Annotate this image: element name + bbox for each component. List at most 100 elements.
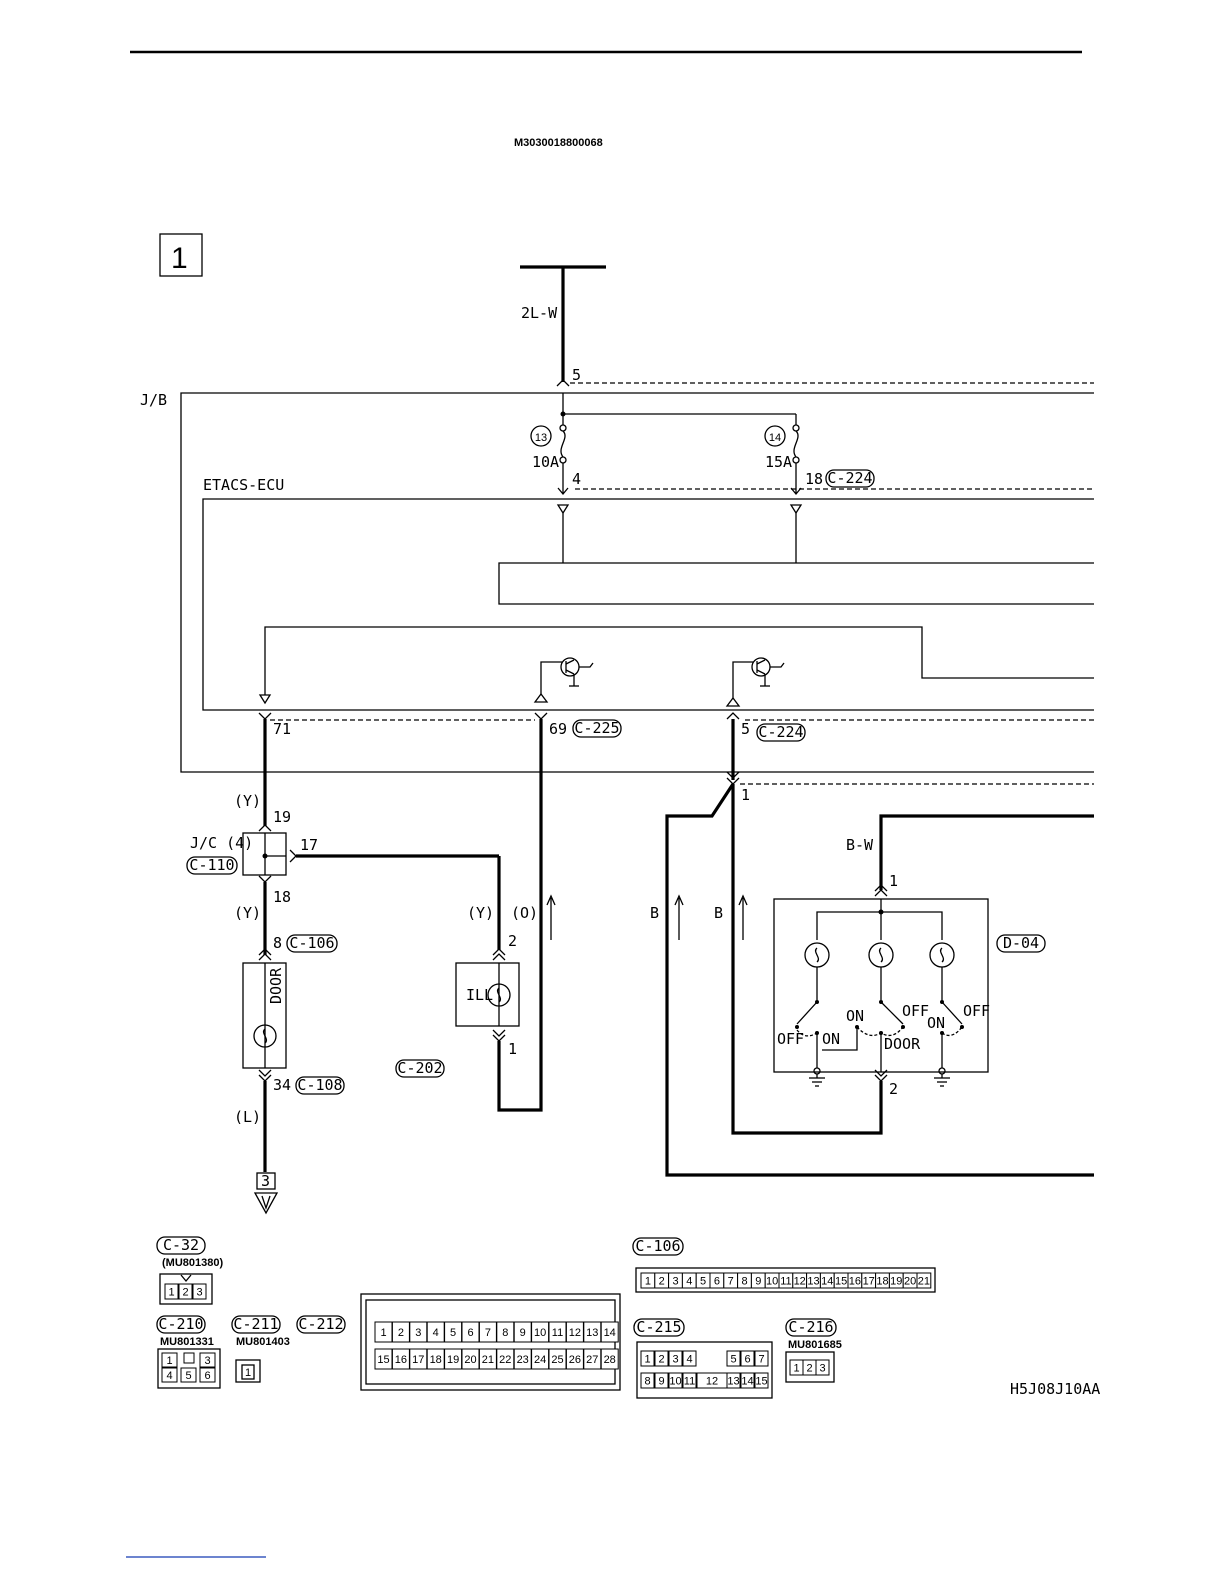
pin-door-8: 8 [273, 934, 282, 952]
pin-fuse13-out: 4 [572, 470, 581, 488]
svg-text:C-210: C-210 [158, 1315, 203, 1333]
connector-pin-label: 1 [793, 1363, 799, 1375]
connector-c202 [395, 1059, 445, 1078]
svg-text:C-110: C-110 [189, 856, 234, 874]
legend-c212-tag [296, 1315, 346, 1334]
connector-pin-label: 16 [395, 1354, 407, 1366]
connector-pin-cell [199, 1352, 216, 1368]
fuse-13-badge [530, 425, 552, 447]
connector-pin-label: 12 [706, 1376, 718, 1388]
connector-pin-label: 17 [412, 1354, 424, 1366]
pin-door-34: 34 [273, 1076, 291, 1094]
connector-c224-a [825, 469, 875, 488]
connector-pin-cell [668, 1350, 683, 1367]
connector-pin-cell [740, 1350, 755, 1367]
connector-pin-label: 8 [741, 1276, 747, 1288]
wire-bw-label: B-W [846, 836, 874, 854]
connector-pin-label: 9 [520, 1327, 526, 1339]
connector-pin-label: 13 [586, 1327, 598, 1339]
pin-fuse14-out: 18 [805, 470, 823, 488]
svg-text:C-215: C-215 [636, 1318, 681, 1336]
connector-pin-label: 27 [586, 1354, 598, 1366]
transistor-1 [533, 657, 594, 703]
wire-o-ill: (O) [511, 904, 538, 922]
connector-pin-label: 8 [502, 1327, 508, 1339]
connector-pin-label: 1 [645, 1276, 651, 1288]
pin-jc-18: 18 [273, 888, 291, 906]
connector-pin-label: 6 [467, 1327, 473, 1339]
connector-pin-label: 13 [727, 1376, 739, 1388]
fuse-13-terminal-top [559, 424, 567, 432]
connector-c106 [286, 934, 338, 953]
connector-pin-cell [654, 1350, 669, 1367]
svg-text:C-216: C-216 [788, 1318, 833, 1336]
connector-pin-label: 20 [464, 1354, 476, 1366]
page-marker-box [159, 233, 203, 277]
offpage-num: 3 [261, 1172, 270, 1190]
connector-pin-label: 11 [684, 1376, 695, 1388]
connector-pin-label: 2 [659, 1276, 665, 1288]
connector-pin-label: 24 [534, 1354, 546, 1366]
connector-pin-cell [600, 1321, 619, 1343]
connector-pin-label: 1 [644, 1354, 650, 1366]
sw-on-2: ON [846, 1007, 864, 1025]
svg-text:C-202: C-202 [397, 1059, 442, 1077]
connector-pin-label: 21 [918, 1276, 930, 1288]
jb-box [180, 392, 1094, 773]
etacs-internal-module [498, 562, 1094, 605]
ill-lamp-label: ILL [466, 986, 493, 1004]
pin-jb-1: 1 [741, 786, 750, 804]
connector-pin-label: 23 [517, 1354, 529, 1366]
doc-code: M3030018800068 [514, 137, 603, 149]
pin-sw-2: 2 [889, 1080, 898, 1098]
connector-pin-label: 15 [377, 1354, 389, 1366]
connector-pin-label: 5 [185, 1370, 191, 1382]
connector-pin-label: 9 [755, 1276, 761, 1288]
connector-pin-cell [654, 1372, 669, 1389]
pin-etacs-71: 71 [273, 720, 291, 738]
connector-pin-label: 8 [644, 1376, 650, 1388]
switch-contacts [795, 1000, 964, 1072]
connector-pin-cell [640, 1372, 655, 1389]
connector-pin-label: 16 [849, 1276, 861, 1288]
door-lamp-bulb [253, 1024, 277, 1048]
offpage-box [256, 1172, 276, 1190]
legend-c210-part: MU801331 [160, 1336, 214, 1348]
connector-pin-label: 5 [730, 1354, 736, 1366]
fuse-13-rating: 10A [532, 453, 559, 471]
connector-pin-cell [640, 1350, 655, 1367]
door-lamp-label: DOOR [267, 967, 285, 1004]
ground-symbols [809, 1067, 950, 1087]
connector-pin-label: 2 [182, 1287, 188, 1299]
connector-pin-label: 18 [876, 1276, 888, 1288]
connector-pin-label: 11 [780, 1276, 791, 1288]
fuse-14 [793, 430, 799, 458]
pin-etacs-5: 5 [741, 720, 750, 738]
wire-l-bottom: (L) [234, 1108, 261, 1126]
connector-pin-label: 5 [700, 1276, 706, 1288]
legend-c211-part: MU801403 [236, 1336, 290, 1348]
connector-pin-cell [726, 1350, 741, 1367]
sw-off-2: OFF [902, 1002, 929, 1020]
connector-pin-label: 1 [168, 1287, 174, 1299]
offpage-arrow [253, 1192, 279, 1215]
connector-c108 [295, 1076, 345, 1095]
wire-b-outer [665, 783, 1094, 1177]
connector-c224-b [756, 723, 806, 742]
sw-on-3: ON [927, 1014, 945, 1032]
connector-pin-label: 4 [166, 1370, 172, 1382]
svg-text:C-224: C-224 [758, 723, 803, 741]
connector-pin-label: 17 [863, 1276, 875, 1288]
connector-pin-cell [682, 1350, 697, 1367]
legend-c106-tag [632, 1237, 684, 1256]
pin-jb-in: 5 [572, 366, 581, 384]
connector-pin-label: 15 [835, 1276, 847, 1288]
connector-pin-cell [178, 1283, 193, 1300]
connector-pin-label: 25 [551, 1354, 563, 1366]
fuse-14-num: 14 [769, 432, 781, 444]
transistor-2 [725, 657, 785, 707]
svg-text:C-225: C-225 [574, 719, 619, 737]
wire-69-return [497, 719, 543, 1112]
jc-label: J/C (4) [190, 834, 253, 852]
